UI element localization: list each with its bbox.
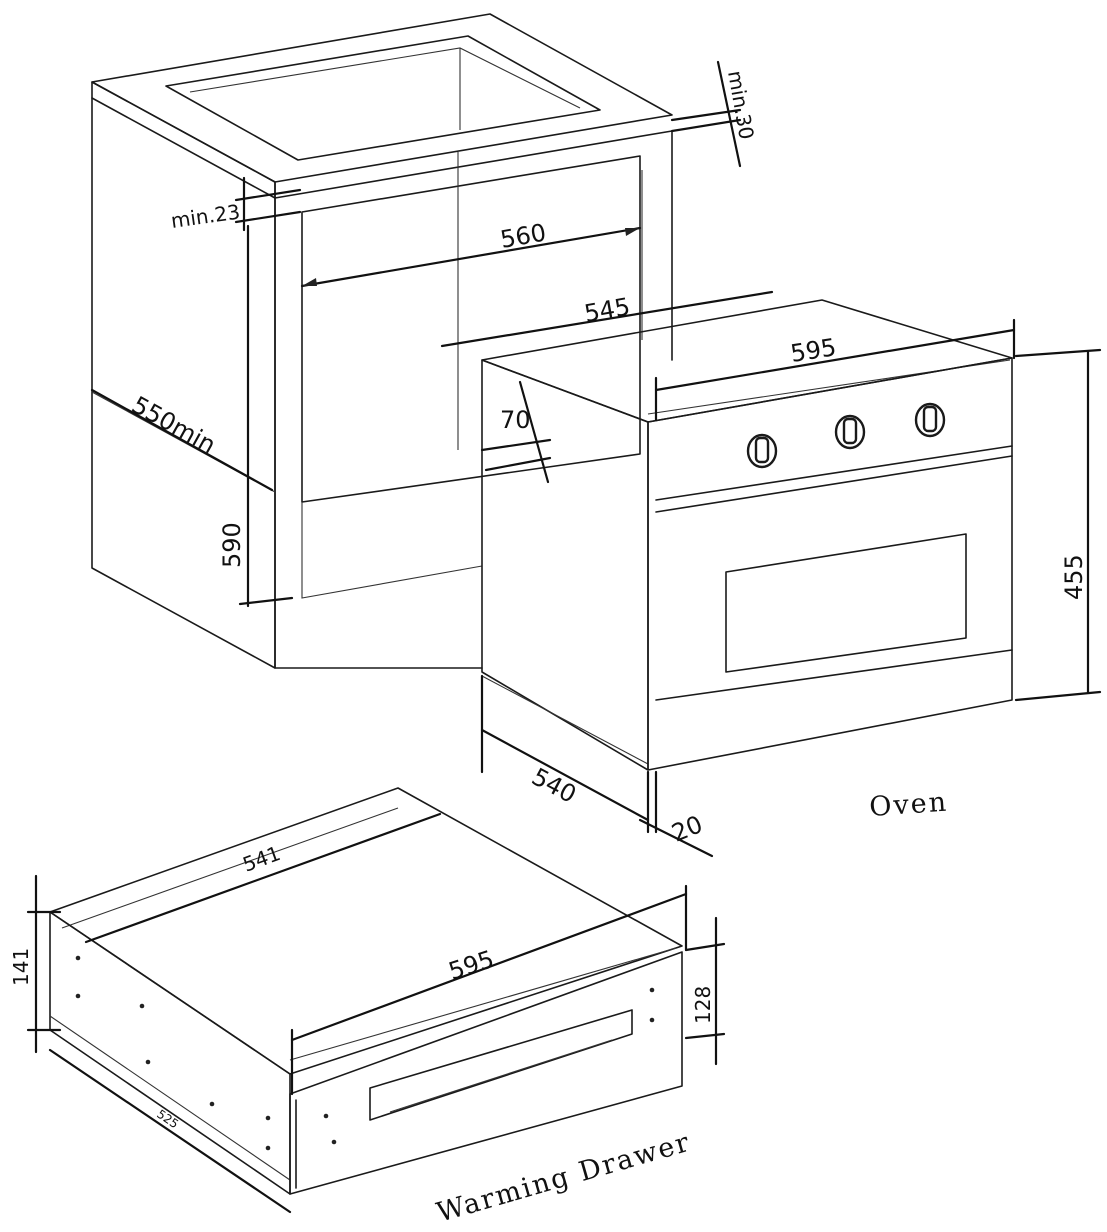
oven-caption: Oven [868,787,949,823]
cabinet-dimensions: min.30 min.23 560 545 550min 590 [90,60,774,608]
warming-drawer [49,787,683,1195]
cabinet [91,13,673,669]
dim-line-min-30 [716,60,742,168]
oven-dimensions: 595 70 455 540 20 Oven [480,318,1102,858]
dim-label-min-23: min.23 [169,200,241,233]
dim-label-590: 590 [218,522,246,568]
dim-label-455: 455 [1060,554,1088,600]
dim-label-20: 20 [668,810,707,847]
warming-drawer-caption: Warming Drawer [433,1127,694,1229]
dim-label-141: 141 [9,948,33,986]
dim-line-560 [300,226,642,288]
dim-line-oven-595 [654,328,1016,392]
dim-label-525: 525 [154,1107,181,1131]
oven-knob-right [914,402,946,438]
dim-line-541 [84,812,442,944]
dim-line-drawer-595 [290,892,688,1042]
dim-label-oven-595: 595 [789,333,839,368]
dim-label-70: 70 [500,406,531,434]
oven-knob-left [746,433,778,469]
dim-line-550min [90,388,274,492]
dim-label-545: 545 [582,292,632,328]
dim-line-540 [480,728,650,822]
dim-label-128: 128 [691,986,715,1024]
dim-label-550min: 550min [127,391,220,460]
oven-knob-middle [834,414,866,450]
dim-label-541: 541 [240,841,284,877]
dim-line-20 [638,818,714,858]
dim-label-min-30: min.30 [723,69,759,142]
dim-label-drawer-595: 595 [445,945,497,986]
drawer-dimensions: 541 595 141 128 525 Warming Drawer [9,812,726,1229]
dim-line-70 [518,380,550,484]
oven [481,299,1013,771]
dim-line-525 [48,1048,292,1214]
dim-label-560: 560 [498,218,548,254]
dim-label-540: 540 [527,763,581,809]
dim-line-545 [440,290,774,348]
